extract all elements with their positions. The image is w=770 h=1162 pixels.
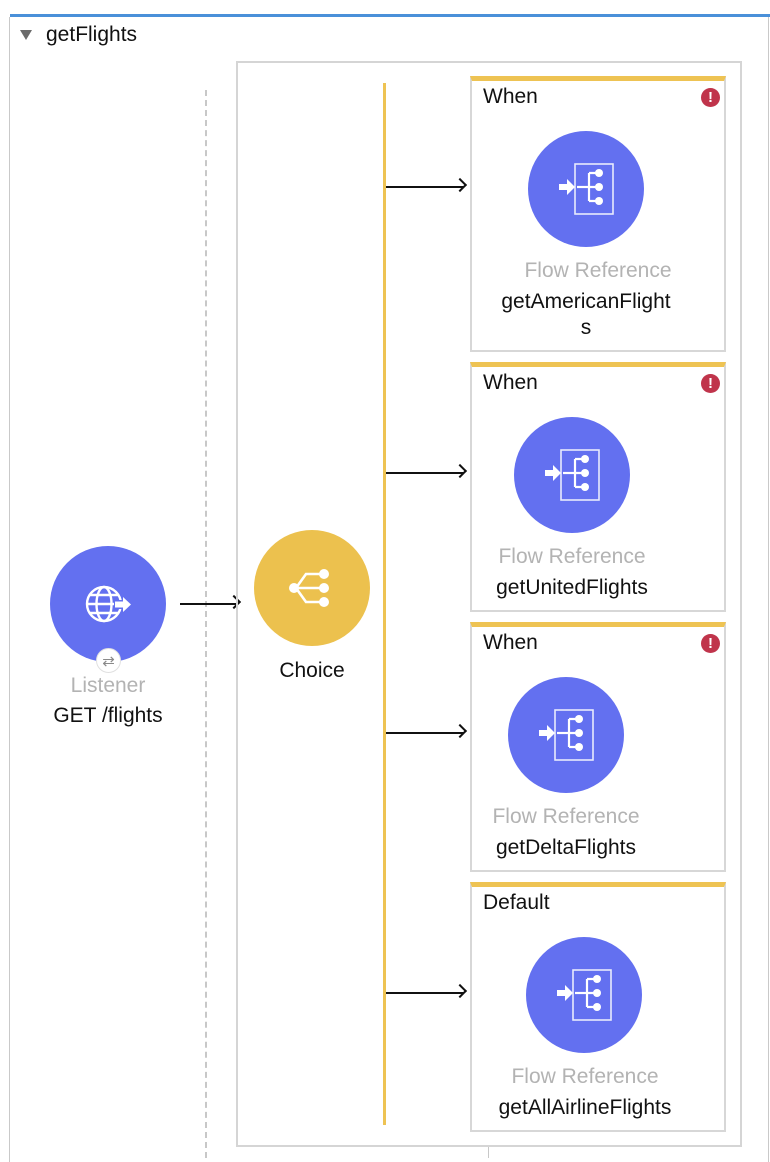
- warning-icon[interactable]: !: [701, 88, 720, 107]
- collapse-triangle-icon[interactable]: [20, 30, 32, 40]
- route-default[interactable]: Default Flow Reference getAllAirlineFlig…: [470, 882, 726, 1132]
- flow-reference-icon: [559, 163, 614, 215]
- listener-to-choice-arrow: [180, 594, 242, 610]
- flow-reference-name: getUnitedFlights: [496, 576, 648, 599]
- source-divider: [205, 90, 207, 1158]
- route-3-arrow: [386, 723, 468, 739]
- flow-reference-icon: [557, 969, 612, 1021]
- flow-container: [9, 17, 769, 1162]
- route-label: When: [483, 85, 538, 108]
- globe-icon: [85, 585, 131, 623]
- choice-scope[interactable]: [236, 61, 742, 1147]
- flow-continuation-line: [488, 1147, 489, 1158]
- warning-icon[interactable]: !: [701, 634, 720, 653]
- route-label: When: [483, 371, 538, 394]
- flow-reference-type-label: Flow Reference: [524, 259, 672, 282]
- flow-reference-type-label: Flow Reference: [511, 1065, 659, 1088]
- flow-reference-node[interactable]: [508, 677, 624, 793]
- flow-reference-type-label: Flow Reference: [498, 545, 646, 568]
- flow-title: getFlights: [46, 23, 138, 46]
- flow-top-border: [10, 14, 770, 17]
- listener-node[interactable]: [50, 546, 166, 662]
- sync-arrows-icon: ⇄: [96, 648, 121, 673]
- flow-reference-icon: [545, 449, 600, 501]
- route-1-arrow: [386, 177, 468, 193]
- flow-reference-node[interactable]: [528, 131, 644, 247]
- choice-router-line: [383, 83, 386, 1125]
- warning-icon[interactable]: !: [701, 374, 720, 393]
- flow-reference-node[interactable]: [526, 937, 642, 1053]
- choice-name: Choice: [279, 659, 345, 682]
- route-when-1[interactable]: When ! Flow Reference getAmericanFlight …: [470, 76, 726, 352]
- listener-type-label: Listener: [70, 674, 146, 697]
- choice-node[interactable]: [254, 530, 370, 646]
- flow-reference-icon: [539, 709, 594, 761]
- flow-reference-name-wrap: s: [580, 316, 592, 339]
- route-4-arrow: [386, 983, 468, 999]
- route-label: When: [483, 631, 538, 654]
- route-label: Default: [483, 891, 550, 914]
- listener-name: GET /flights: [53, 704, 163, 727]
- flow-header[interactable]: getFlights: [20, 22, 137, 48]
- branch-icon: [289, 569, 329, 607]
- route-when-3[interactable]: When ! Flow Reference getDeltaFlights: [470, 622, 726, 872]
- route-2-arrow: [386, 463, 468, 479]
- flow-reference-name: getDeltaFlights: [495, 836, 637, 859]
- route-when-2[interactable]: When ! Flow Reference getUnitedFlights: [470, 362, 726, 612]
- flow-reference-type-label: Flow Reference: [492, 805, 640, 828]
- flow-reference-name: getAllAirlineFlights: [498, 1096, 672, 1119]
- flow-reference-name: getAmericanFlight: [501, 290, 671, 313]
- flow-reference-node[interactable]: [514, 417, 630, 533]
